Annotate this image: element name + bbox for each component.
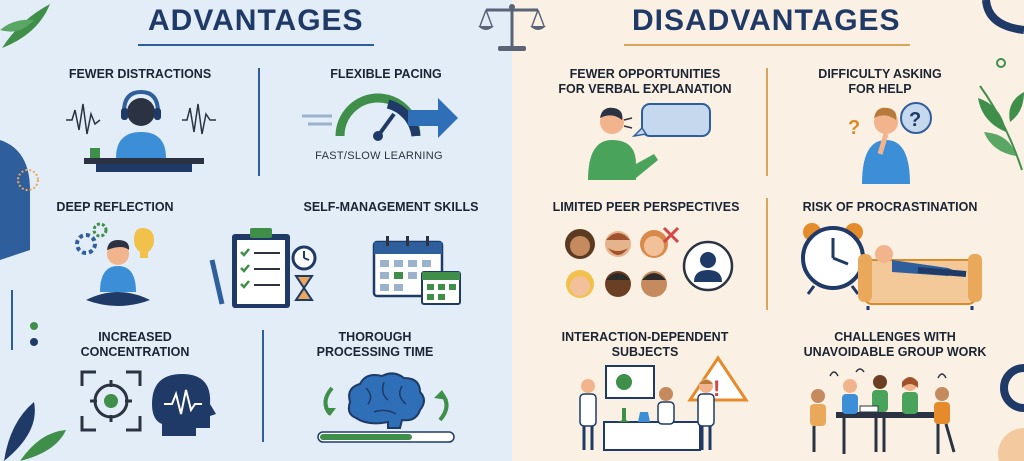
leaf-decoration-right <box>978 85 1024 171</box>
risk-of-procrastination-label: RISK OF PROCRASTINATION <box>802 200 978 214</box>
fewer-distractions-label: FEWER DISTRACTIONS <box>68 67 212 81</box>
interaction-dependent-label: INTERACTION-DEPENDENT SUBJECTS <box>561 330 729 359</box>
fewer-opportunities-label: FEWER OPPORTUNITIES FOR VERBAL EXPLANATI… <box>558 67 732 96</box>
advantages-underline <box>138 44 374 46</box>
advantages-heading: ADVANTAGES <box>148 4 364 37</box>
meditating-person-icon <box>75 222 154 306</box>
balance-scale-icon <box>478 4 546 51</box>
speedometer-icon <box>302 93 458 141</box>
flexible-pacing-sublabel: FAST/SLOW LEARNING <box>315 150 443 162</box>
lab-scientists-icon: ! <box>579 355 749 451</box>
leaf-decoration-bottom-left <box>4 402 66 461</box>
divider-adv-row3 <box>262 330 264 442</box>
dots-decoration-left <box>11 290 38 350</box>
arc-decoration-top-right <box>982 0 1024 34</box>
flexible-pacing-label: FLEXIBLE PACING <box>330 67 442 81</box>
speech-bubble-icon <box>588 103 711 180</box>
disadvantages-panel <box>512 0 1024 461</box>
group-meeting-icon <box>810 368 956 454</box>
calendar-icon <box>372 236 461 305</box>
disadvantages-underline <box>624 44 910 46</box>
svg-text:?: ? <box>848 117 860 139</box>
brain-icon <box>317 372 455 443</box>
svg-text:?: ? <box>909 109 921 131</box>
alarm-clock-icon <box>801 223 982 310</box>
divider-dis-row2 <box>766 198 768 310</box>
divider-dis-row1 <box>766 68 768 176</box>
question-mark-icon: ? ? <box>848 102 932 184</box>
shape-decoration-left <box>0 140 39 260</box>
thorough-processing-time-label: THOROUGH PROCESSING TIME <box>316 330 434 359</box>
difficulty-asking-label: DIFFICULTY ASKING FOR HELP <box>818 67 942 96</box>
svg-text:!: ! <box>713 376 720 401</box>
circle-decoration-right <box>996 58 1006 68</box>
increased-concentration-label: INCREASED CONCENTRATION <box>80 330 190 359</box>
limited-peer-perspectives-label: LIMITED PEER PERSPECTIVES <box>552 200 740 214</box>
clipboard-checklist-icon <box>209 228 317 308</box>
divider-adv-row1 <box>258 68 260 176</box>
self-management-skills-label: SELF-MANAGEMENT SKILLS <box>303 200 479 214</box>
deep-reflection-label: DEEP REFLECTION <box>56 200 174 214</box>
disadvantages-heading: DISADVANTAGES <box>632 4 901 37</box>
leaf-decoration-top-left <box>0 4 50 48</box>
headphones-person-icon <box>66 89 216 172</box>
peer-faces-icon <box>565 226 734 298</box>
group-work-label: CHALLENGES WITH UNAVOIDABLE GROUP WORK <box>803 330 987 359</box>
target-icon <box>80 370 216 436</box>
ring-decoration-right <box>998 364 1024 461</box>
